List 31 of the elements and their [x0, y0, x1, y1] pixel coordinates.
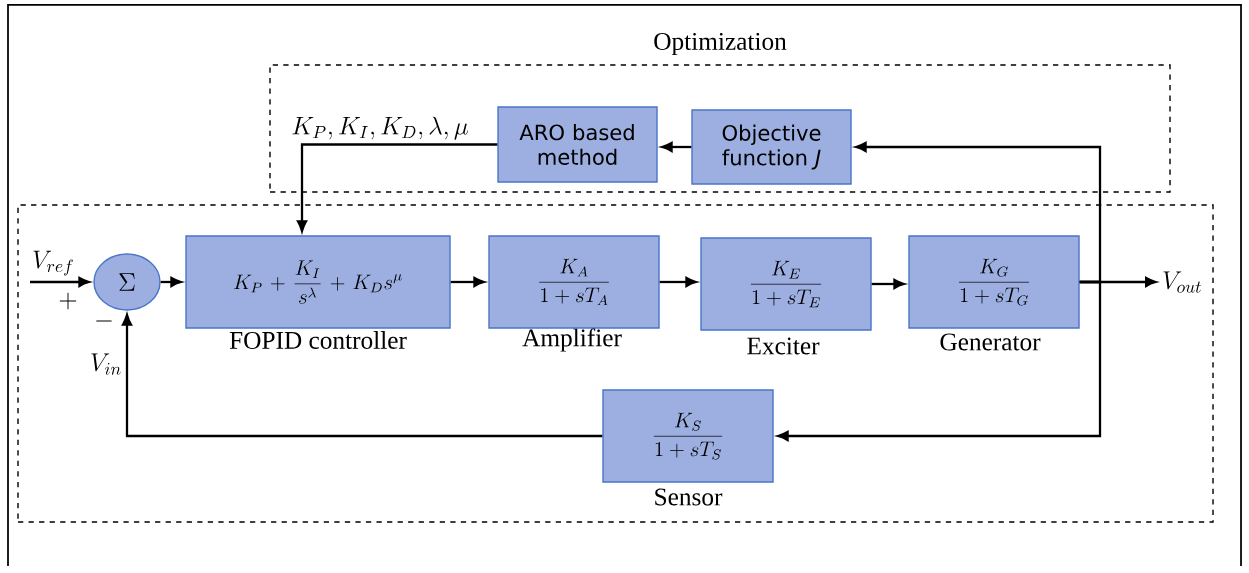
arrow [661, 141, 692, 153]
transfer-function-box: $\frac{K_E}{1 + sT_E}$ [700, 237, 872, 331]
summing-junction: $\Sigma$ [93, 253, 161, 311]
process-box: ARO based method [497, 106, 658, 183]
signal-label: $V_{in}$ [91, 353, 121, 375]
block-caption: Sensor [655, 488, 723, 506]
arrow [296, 143, 498, 232]
arrow [121, 314, 603, 438]
output-signal-label: $V_{out}$ [1163, 271, 1201, 293]
arrow [777, 280, 1102, 442]
arrow [659, 276, 697, 288]
transfer-function-box: $\frac{K_G}{1 + sT_G}$ [908, 235, 1080, 329]
arrow [450, 276, 485, 288]
controller-box: $K_P + \frac{K_I}{s^{\lambda}} + K_D s^{\mu}$ [185, 235, 451, 329]
box-title: Optimization [654, 32, 787, 56]
arrow [160, 276, 182, 288]
block-caption: FOPID controller [229, 331, 407, 349]
block-caption: Exciter [747, 337, 820, 355]
sign-label: $-$ [96, 320, 112, 322]
system-box [17, 204, 1214, 523]
process-box: Objective function J [691, 109, 852, 185]
sign-label: $+$ [59, 292, 77, 310]
arrow [871, 278, 905, 290]
block-caption: Amplifier [522, 328, 622, 352]
arrow [30, 276, 90, 288]
transfer-function-box: $\frac{K_A}{1 + sT_A}$ [488, 235, 660, 329]
arrow [855, 141, 1102, 284]
transfer-function-box: $\frac{K_S}{1 + sT_S}$ [602, 389, 774, 483]
block-caption: Generator [940, 333, 1041, 351]
input-signal-label: $V_{ref}$ [33, 250, 73, 276]
edge-label: $K_P, K_I, K_D, \lambda , \mu$ [292, 116, 468, 140]
